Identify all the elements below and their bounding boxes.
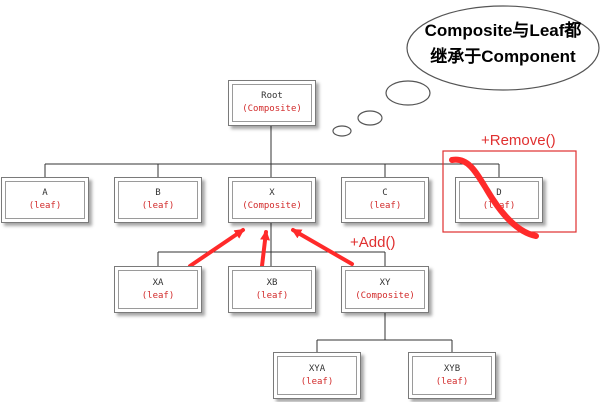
node-c-name: C [382, 188, 388, 198]
node-xa[interactable]: XA (leaf) [114, 266, 202, 313]
node-x-name: X [269, 188, 275, 198]
node-c[interactable]: C (leaf) [341, 177, 429, 223]
node-a-name: A [42, 188, 48, 198]
node-x[interactable]: X (Composite) [228, 177, 316, 223]
node-xb-name: XB [266, 277, 278, 288]
callout-cloud [406, 5, 600, 91]
node-c-kind: (leaf) [368, 201, 402, 211]
node-xya-name: XYA [308, 363, 326, 374]
callout-bubble-small [332, 125, 352, 137]
node-x-frame: X (Composite) [232, 181, 312, 219]
node-b[interactable]: B (leaf) [114, 177, 202, 223]
node-xb-frame: XB (leaf) [232, 270, 312, 309]
callout-line-2: 继承于Component [430, 47, 576, 66]
node-xa-kind: (leaf) [141, 290, 175, 301]
node-d-frame: D (leaf) [459, 181, 539, 219]
node-d-kind: (leaf) [482, 201, 516, 211]
node-xy[interactable]: XY (Composite) [341, 266, 429, 313]
node-xy-frame: XY (Composite) [345, 270, 425, 309]
callout-bubble-medium [357, 110, 383, 126]
node-c-frame: C (leaf) [345, 181, 425, 219]
node-xy-name: XY [379, 277, 391, 288]
callout-bubble-large [385, 80, 431, 106]
callout-line-1: Composite与Leaf都 [424, 21, 582, 40]
remove-annotation: +Remove() [481, 132, 556, 149]
node-root-kind: (Composite) [242, 104, 302, 114]
add-arrow-from-xa [188, 228, 245, 268]
node-root[interactable]: Root (Composite) [228, 80, 316, 126]
add-arrow-from-xy [291, 228, 354, 266]
node-xya[interactable]: XYA (leaf) [273, 352, 361, 399]
node-xy-kind: (Composite) [355, 290, 415, 301]
node-b-name: B [155, 188, 161, 198]
node-a-frame: A (leaf) [5, 181, 85, 219]
node-xya-frame: XYA (leaf) [277, 356, 357, 395]
add-annotation: +Add() [350, 234, 396, 251]
node-a-kind: (leaf) [28, 201, 62, 211]
node-root-name: Root [261, 91, 283, 101]
node-xb-kind: (leaf) [255, 290, 289, 301]
node-xyb-frame: XYB (leaf) [412, 356, 492, 395]
node-d-name: D [496, 188, 502, 198]
node-xyb[interactable]: XYB (leaf) [408, 352, 496, 399]
node-xb[interactable]: XB (leaf) [228, 266, 316, 313]
node-a[interactable]: A (leaf) [1, 177, 89, 223]
node-xa-frame: XA (leaf) [118, 270, 198, 309]
callout-text: Composite与Leaf都 继承于Component [412, 18, 594, 70]
node-b-frame: B (leaf) [118, 181, 198, 219]
node-b-kind: (leaf) [141, 201, 175, 211]
node-xyb-kind: (leaf) [435, 376, 469, 387]
add-arrow-from-xb [260, 230, 271, 268]
node-xa-name: XA [152, 277, 164, 288]
node-xyb-name: XYB [443, 363, 461, 374]
node-xya-kind: (leaf) [300, 376, 334, 387]
node-root-frame: Root (Composite) [232, 84, 312, 122]
node-x-kind: (Composite) [242, 201, 302, 211]
node-d[interactable]: D (leaf) [455, 177, 543, 223]
